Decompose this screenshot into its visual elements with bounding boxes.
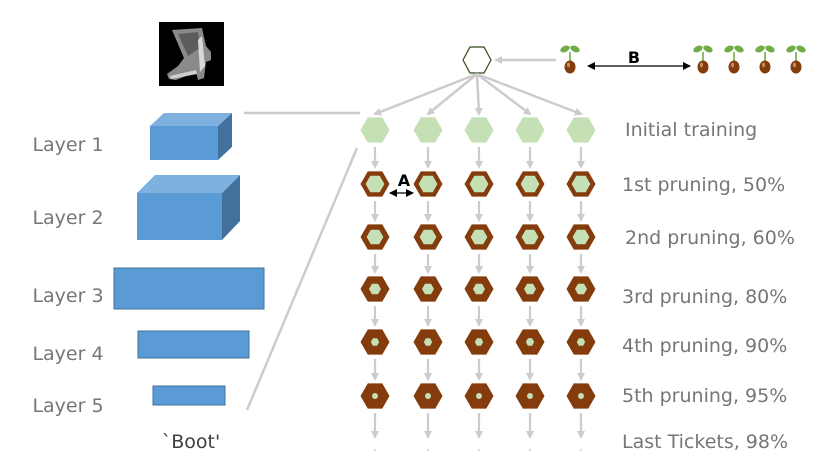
last-ticket-dot-1 [373,448,377,452]
last-ticket-dot-3 [477,448,481,452]
node-r3-c4 [515,276,545,302]
node-r0-c3 [464,117,494,143]
layer-block-1 [150,113,232,160]
layer-label-1: Layer 1 [32,134,103,156]
layer-label-4: Layer 4 [32,343,103,365]
input-caption: `Boot' [162,431,220,453]
last-ticket-dot-4 [528,448,532,452]
node-r2-c5 [566,224,596,250]
fan-arrow-2 [426,73,478,116]
node-r0-c4 [515,117,545,143]
layer-block-4 [137,330,250,359]
fan-out-arrows [373,72,583,116]
node-r1-c1 [360,171,390,197]
seedling-icon-5 [786,45,806,74]
stage-label-0: Initial training [625,119,757,141]
node-r2-c1 [360,224,390,250]
node-r4-c1 [360,329,390,355]
root-node [462,46,492,74]
connector-line-bottom [245,147,359,411]
node-r0-c2 [413,117,443,143]
layer-block-3 [113,267,265,310]
layer-block-5 [152,385,226,406]
node-r0-c5 [566,117,596,143]
fan-arrow-4 [476,73,532,116]
node-r1-c5 [566,171,596,197]
stage-label-1: 1st pruning, 50% [622,174,785,196]
stage-label-5: 5th pruning, 95% [622,385,787,407]
fan-arrow-5 [476,72,583,116]
node-r4-c4 [515,329,545,355]
fan-arrow-1 [373,72,478,116]
node-r2-c3 [464,224,494,250]
seedling-icon-3 [724,45,744,74]
layer-label-5: Layer 5 [32,395,103,417]
node-r3-c1 [360,276,390,302]
node-r2-c2 [413,224,443,250]
layer-label-3: Layer 3 [32,285,103,307]
node-r4-c2 [413,329,443,355]
stage-label-3: 3rd pruning, 80% [622,286,787,308]
layer-block-2 [137,175,240,240]
stage-label-4: 4th pruning, 90% [622,335,787,357]
node-r3-c5 [566,276,596,302]
last-ticket-dot-2 [426,448,430,452]
stage-label-6: Last Tickets, 98% [622,431,788,453]
node-r5-c2 [413,383,443,409]
node-r5-c5 [566,383,596,409]
node-r1-c4 [515,171,545,197]
layer-label-2: Layer 2 [32,207,103,229]
seedling-icon-1 [560,45,580,74]
seedling-icon-2 [693,45,713,74]
node-r1-c3 [464,171,494,197]
node-r4-c3 [464,329,494,355]
boot-image [159,22,224,86]
node-r5-c4 [515,383,545,409]
node-r3-c2 [413,276,443,302]
pruning-grid [360,117,596,452]
seedlings [560,45,806,74]
node-r5-c1 [360,383,390,409]
node-r2-c4 [515,224,545,250]
fan-arrow-3 [474,73,483,116]
node-r0-c1 [360,117,390,143]
node-r4-c5 [566,329,596,355]
a-marker: A [398,171,411,190]
node-r3-c3 [464,276,494,302]
last-ticket-dot-5 [579,448,583,452]
seedling-icon-4 [755,45,775,74]
node-r5-c3 [464,383,494,409]
b-marker: B [628,48,640,67]
node-r1-c2 [413,171,443,197]
stage-label-2: 2nd pruning, 60% [625,227,795,249]
